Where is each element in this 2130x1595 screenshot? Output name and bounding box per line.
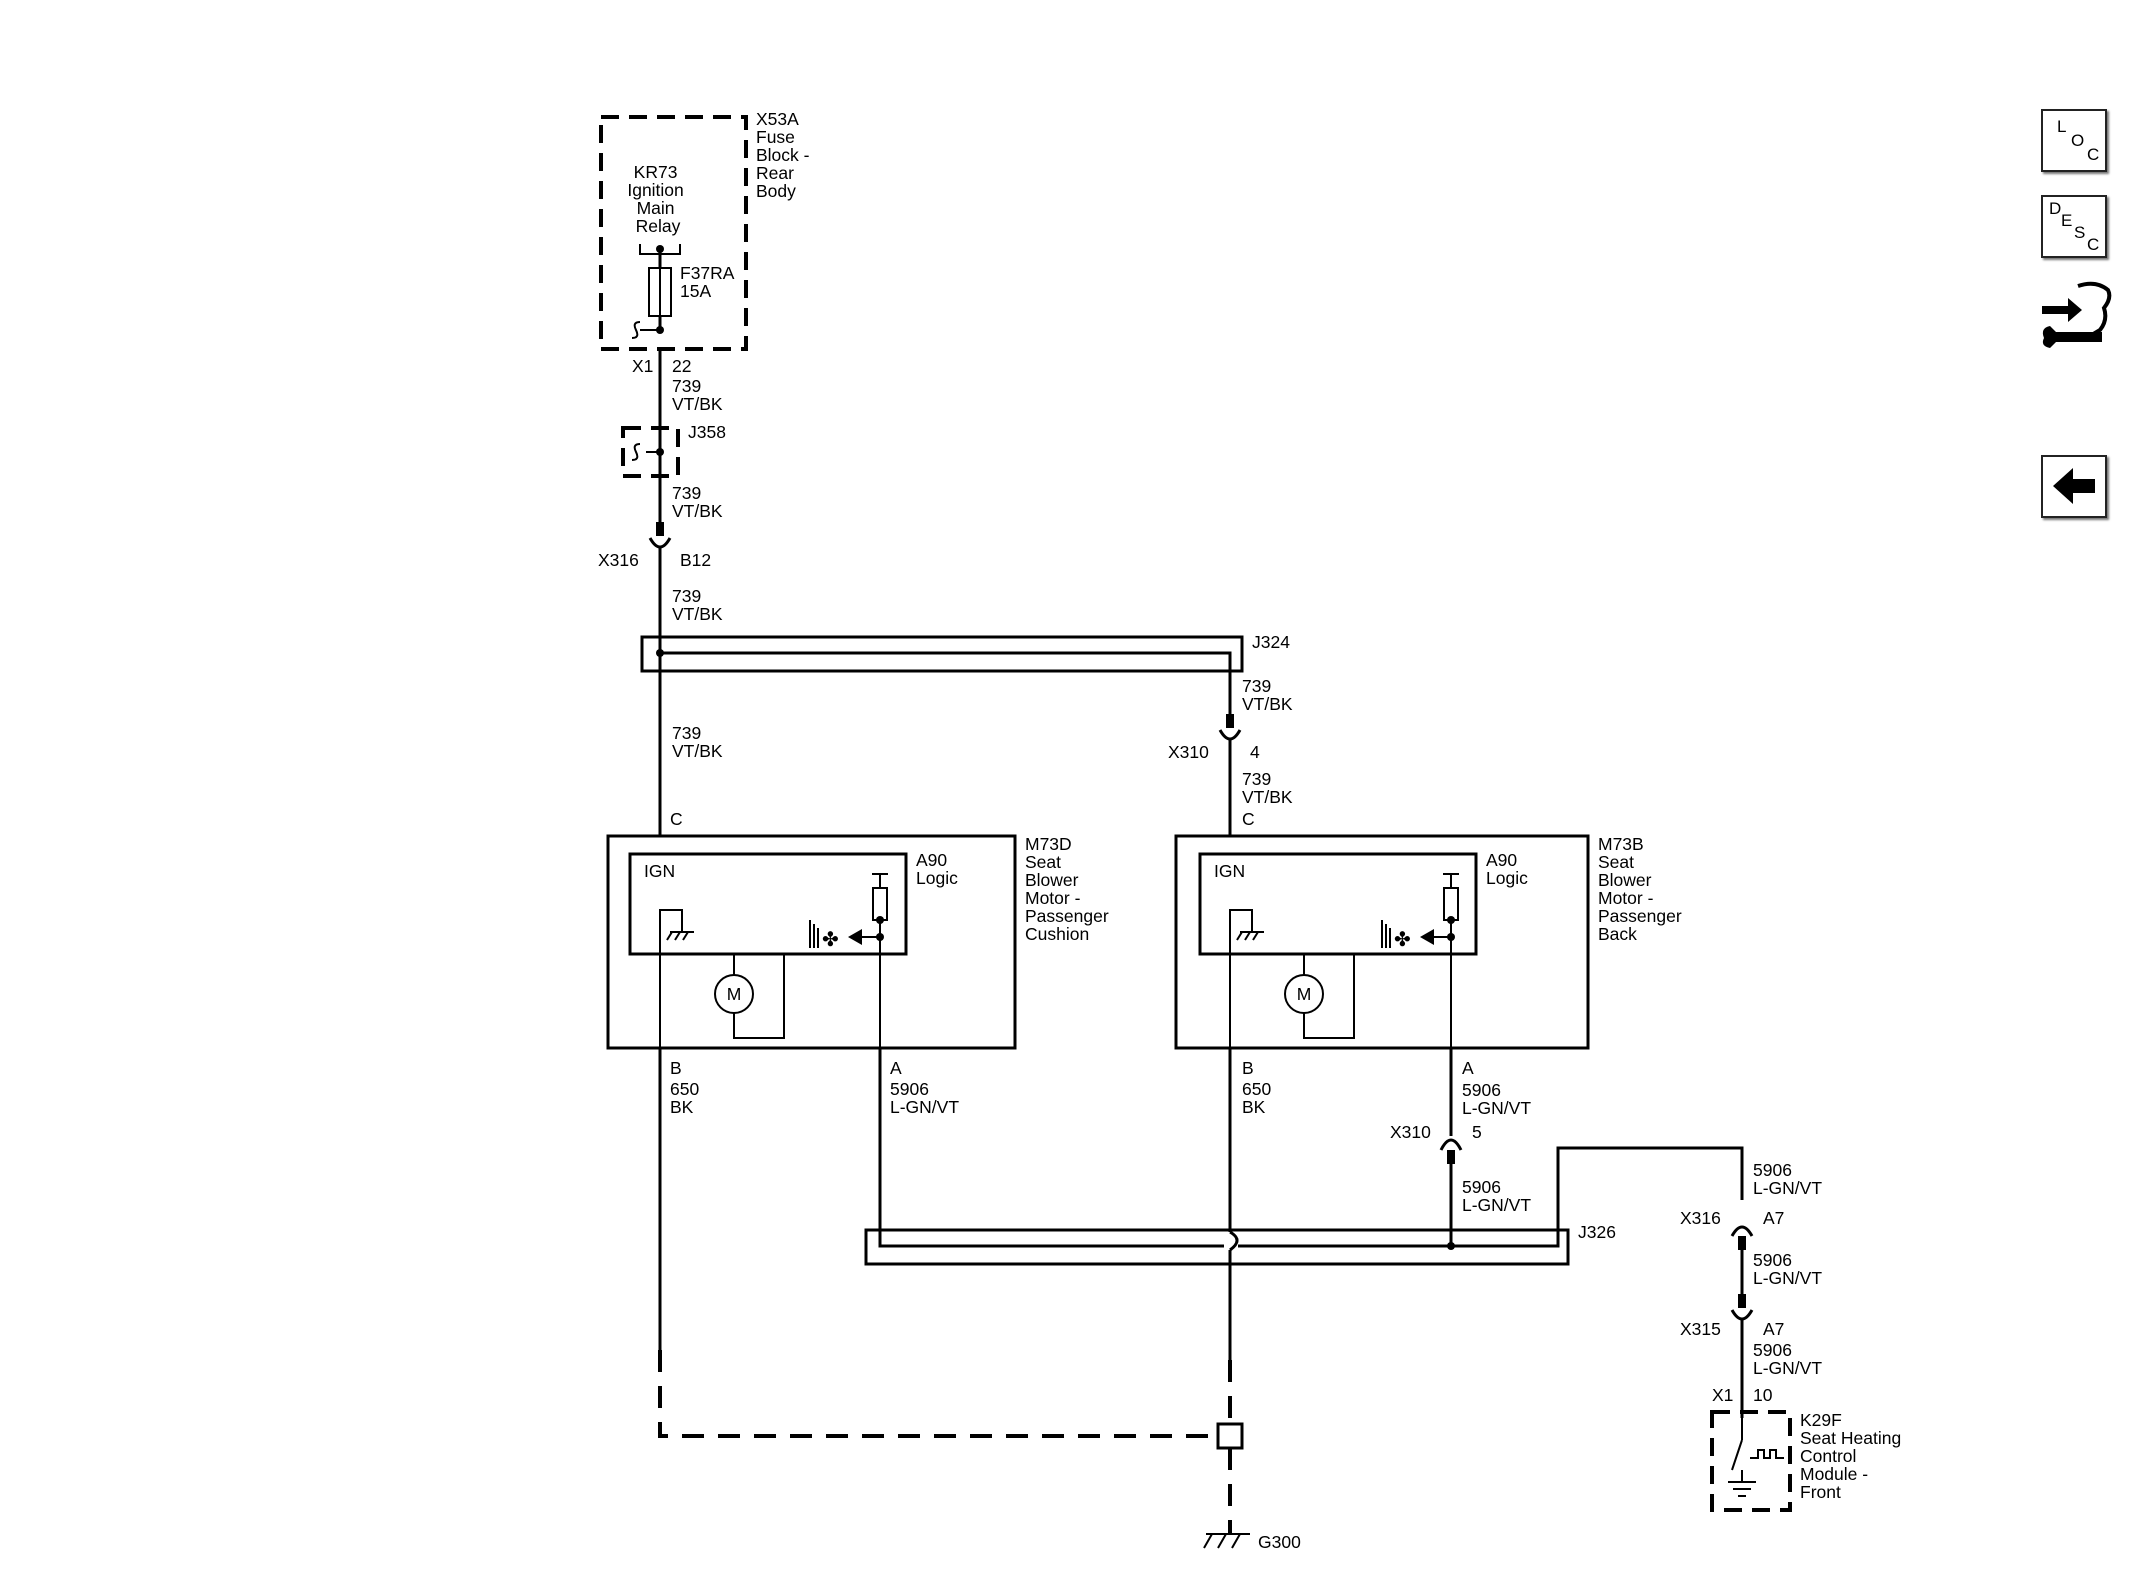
troubleshoot-button[interactable] [2038,276,2114,354]
wire-5906-label-2: 5906 L-GN/VT [1462,1080,1531,1118]
svg-text:✤: ✤ [822,929,839,951]
svg-text:M73D: M73D [1025,834,1072,854]
wire-739-label-3: 739 VT/BK [672,586,723,624]
svg-text:IGN: IGN [644,861,675,881]
svg-text:X315: X315 [1680,1319,1721,1339]
m73d-logic-label: A90 Logic [916,850,958,888]
svg-text:X310: X310 [1168,742,1209,762]
back-button[interactable] [2041,455,2107,518]
svg-text:J324: J324 [1252,632,1290,652]
svg-text:X316: X316 [598,550,639,570]
k29f-pin-10: 10 [1753,1385,1773,1405]
wire-739-label-1: 739 VT/BK [672,376,723,414]
splice-j358: J358 [621,422,726,478]
ground-junction [1216,1422,1244,1450]
module-k29f: K29F Seat Heating Control Module - Front [1710,1410,1906,1512]
fuse-label: F37RA 15A [680,263,738,301]
svg-text:IGN: IGN [1214,861,1245,881]
connector-x310-4: X310 4 [1168,714,1260,762]
svg-text:A: A [1462,1058,1474,1078]
svg-text:X310: X310 [1390,1122,1431,1142]
troubleshoot-icon [2042,281,2112,348]
wire-650-label-2: 650 BK [1242,1079,1276,1117]
svg-text:A7: A7 [1763,1208,1784,1228]
svg-text:C: C [1242,809,1255,829]
motor-m73d: C IGN A90 Logic M73D Seat Blower Motor -… [606,809,1114,1078]
wire-5906-label-3: 5906 L-GN/VT [1462,1177,1531,1215]
m73d-pin-c: C [670,809,683,829]
connector-x316-b12: X316 B12 [598,522,711,570]
loc-button[interactable]: L O C [2041,109,2107,172]
svg-text:A7: A7 [1763,1319,1784,1339]
svg-text:K29F: K29F [1800,1410,1842,1430]
splice-j326: J326 [864,1146,1744,1266]
fuse-block-id: X53A [756,109,799,129]
fuse-block-name: Fuse Block - Rear Body [756,127,814,201]
wire-5906-label-1: 5906 L-GN/VT [890,1079,959,1117]
svg-text:5: 5 [1472,1122,1482,1142]
svg-text:X316: X316 [1680,1208,1721,1228]
fan-icon: ✤ [809,920,839,951]
wire-5906-label-5: 5906 L-GN/VT [1753,1250,1822,1288]
wire-739-label-6: 739 VT/BK [1242,769,1293,807]
svg-text:B: B [1242,1058,1254,1078]
svg-text:M: M [727,984,742,1004]
relay-label: KR73 Ignition Main Relay [627,162,688,236]
k29f-x1-label: X1 [1712,1385,1733,1405]
desc-button[interactable]: D E S C [2041,195,2107,258]
svg-text:4: 4 [1250,742,1260,762]
wire-5906-label-4: 5906 L-GN/VT [1753,1160,1822,1198]
x1-pin-22: 22 [672,356,691,376]
svg-text:G300: G300 [1258,1532,1301,1552]
x1-connector-label: X1 [632,356,653,376]
m73b-name: Seat Blower Motor - Passenger Back [1598,852,1687,944]
wire-739-label-4: 739 VT/BK [672,723,723,761]
svg-text:✤: ✤ [1394,929,1411,951]
motor-m73b: C IGN A90 Logic M73B Seat Blower Motor -… [1174,809,1687,1078]
wire-739-label-5: 739 VT/BK [1242,676,1293,714]
svg-text:J326: J326 [1578,1222,1616,1242]
svg-text:M73B: M73B [1598,834,1644,854]
wire-739-label-2: 739 VT/BK [672,483,723,521]
splice-j324: J324 [640,632,1290,673]
svg-text:M: M [1297,984,1312,1004]
svg-text:B: B [670,1058,682,1078]
k29f-name: Seat Heating Control Module - Front [1800,1428,1906,1502]
svg-text:B12: B12 [680,550,711,570]
arrow-left-icon [2053,468,2095,504]
wire-650-label-1: 650 BK [670,1079,704,1117]
connector-x315-a7: X315 A7 [1680,1294,1784,1339]
fuse-block-x53a: X53A Fuse Block - Rear Body KR73 Ignitio… [599,109,814,351]
m73d-name: Seat Blower Motor - Passenger Cushion [1025,852,1114,944]
wire-5906-label-6: 5906 L-GN/VT [1753,1340,1822,1378]
connector-x310-5: X310 5 [1390,1122,1482,1164]
svg-text:J358: J358 [688,422,726,442]
svg-text:A: A [890,1058,902,1078]
fan-icon: ✤ [1381,920,1411,951]
connector-x316-a7: X316 A7 [1680,1208,1784,1250]
m73b-logic-label: A90 Logic [1486,850,1528,888]
ground-g300: G300 [1203,1532,1301,1552]
